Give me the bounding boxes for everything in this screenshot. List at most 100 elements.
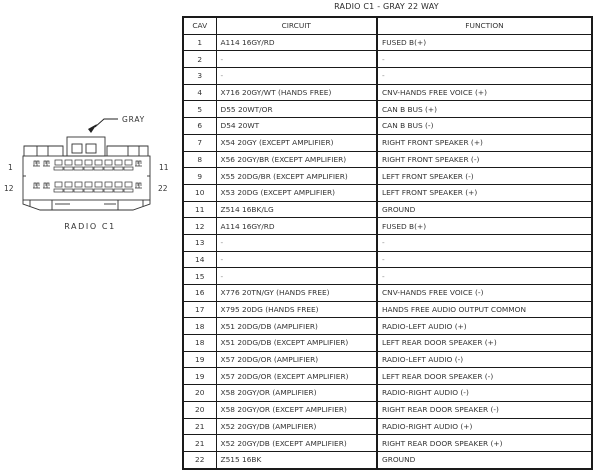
cav-cell: 14: [182, 250, 217, 269]
function-cell: CAN B BUS (-): [376, 117, 593, 135]
circuit-cell: X776 20TN/GY (HANDS FREE): [215, 284, 378, 302]
circuit-cell: A114 16GY/RD: [215, 217, 378, 235]
cav-cell: 17: [182, 300, 217, 319]
function-cell: RIGHT FRONT SPEAKER (-): [376, 150, 593, 169]
cav-cell: 7: [182, 133, 217, 152]
table-row: 2--: [182, 50, 593, 69]
circuit-cell: X51 20DG/DB (AMPLIFIER): [215, 317, 378, 336]
circuit-cell: X57 20DG/OR (EXCEPT AMPLIFIER): [215, 367, 378, 386]
circuit-cell: -: [215, 67, 378, 85]
cav-cell: 21: [182, 417, 217, 436]
cav-cell: 8: [182, 150, 217, 169]
function-cell: -: [376, 67, 593, 85]
table-header-row: CAV CIRCUIT FUNCTION: [182, 16, 593, 35]
circuit-cell: X53 20DG (EXCEPT AMPLIFIER): [215, 183, 378, 202]
circuit-cell: X54 20GY (EXCEPT AMPLIFIER): [215, 133, 378, 152]
circuit-cell: X58 20GY/OR (AMPLIFIER): [215, 384, 378, 402]
cav-cell: 18: [182, 317, 217, 336]
function-cell: RIGHT FRONT SPEAKER (+): [376, 133, 593, 152]
circuit-cell: Z515 16BK: [215, 450, 378, 470]
cav-cell: 19: [182, 367, 217, 386]
circuit-cell: A114 16GY/RD: [215, 33, 378, 52]
circuit-cell: X57 20DG/OR (AMPLIFIER): [215, 350, 378, 369]
function-cell: RADIO-LEFT AUDIO (+): [376, 317, 593, 336]
cav-cell: 16: [182, 284, 217, 302]
cav-cell: 4: [182, 83, 217, 102]
header-function: FUNCTION: [376, 16, 593, 35]
cav-cell: 9: [182, 167, 217, 185]
header-circuit: CIRCUIT: [215, 16, 378, 35]
header-cav: CAV: [182, 16, 217, 35]
cav-cell: 2: [182, 50, 217, 69]
circuit-cell: X55 20DG/BR (EXCEPT AMPLIFIER): [215, 167, 378, 185]
cav-cell: 20: [182, 400, 217, 419]
connector-diagram: 1 12 11 22 GRAY: [0, 100, 180, 240]
pin-label-11: 11: [159, 163, 169, 172]
circuit-cell: X51 20DG/DB (EXCEPT AMPLIFIER): [215, 334, 378, 352]
cav-cell: 13: [182, 233, 217, 252]
function-cell: GROUND: [376, 450, 593, 470]
circuit-cell: X52 20GY/DB (AMPLIFIER): [215, 417, 378, 436]
table-title: RADIO C1 - GRAY 22 WAY: [334, 2, 439, 11]
function-cell: LEFT FRONT SPEAKER (-): [376, 167, 593, 185]
circuit-cell: X58 20GY/OR (EXCEPT AMPLIFIER): [215, 400, 378, 419]
pin-label-22: 22: [158, 184, 168, 193]
cav-cell: 1: [182, 33, 217, 52]
circuit-cell: -: [215, 267, 378, 285]
function-cell: -: [376, 233, 593, 252]
function-cell: -: [376, 267, 593, 285]
function-cell: RIGHT REAR DOOR SPEAKER (-): [376, 400, 593, 419]
circuit-cell: X52 20GY/DB (EXCEPT AMPLIFIER): [215, 434, 378, 452]
function-cell: -: [376, 50, 593, 69]
cav-cell: 3: [182, 67, 217, 85]
pin-label-1: 1: [8, 163, 13, 172]
function-cell: CNV-HANDS FREE VOICE (+): [376, 83, 593, 102]
circuit-cell: -: [215, 250, 378, 269]
function-cell: RADIO-RIGHT AUDIO (-): [376, 384, 593, 402]
cav-cell: 12: [182, 217, 217, 235]
circuit-cell: X795 20DG (HANDS FREE): [215, 300, 378, 319]
gray-callout-label: GRAY: [122, 115, 146, 124]
cav-cell: 22: [182, 450, 217, 470]
connector-drawing-icon: [22, 118, 151, 211]
function-cell: CNV-HANDS FREE VOICE (-): [376, 284, 593, 302]
function-cell: LEFT FRONT SPEAKER (+): [376, 183, 593, 202]
function-cell: LEFT REAR DOOR SPEAKER (+): [376, 334, 593, 352]
circuit-cell: X56 20GY/BR (EXCEPT AMPLIFIER): [215, 150, 378, 169]
cav-cell: 15: [182, 267, 217, 285]
cav-cell: 21: [182, 434, 217, 452]
circuit-cell: -: [215, 50, 378, 69]
table-row: 15--: [182, 267, 593, 285]
function-cell: RADIO-RIGHT AUDIO (+): [376, 417, 593, 436]
circuit-cell: Z514 16BK/LG: [215, 200, 378, 219]
arrow-icon: [88, 124, 97, 133]
function-cell: -: [376, 250, 593, 269]
function-cell: FUSED B(+): [376, 33, 593, 52]
function-cell: HANDS FREE AUDIO OUTPUT COMMON: [376, 300, 593, 319]
cav-cell: 20: [182, 384, 217, 402]
function-cell: RIGHT REAR DOOR SPEAKER (+): [376, 434, 593, 452]
cav-cell: 5: [182, 100, 217, 119]
cav-cell: 10: [182, 183, 217, 202]
circuit-cell: X716 20GY/WT (HANDS FREE): [215, 83, 378, 102]
cav-cell: 18: [182, 334, 217, 352]
table-row: 13--: [182, 233, 593, 252]
pin-label-12: 12: [4, 184, 14, 193]
circuit-cell: -: [215, 233, 378, 252]
